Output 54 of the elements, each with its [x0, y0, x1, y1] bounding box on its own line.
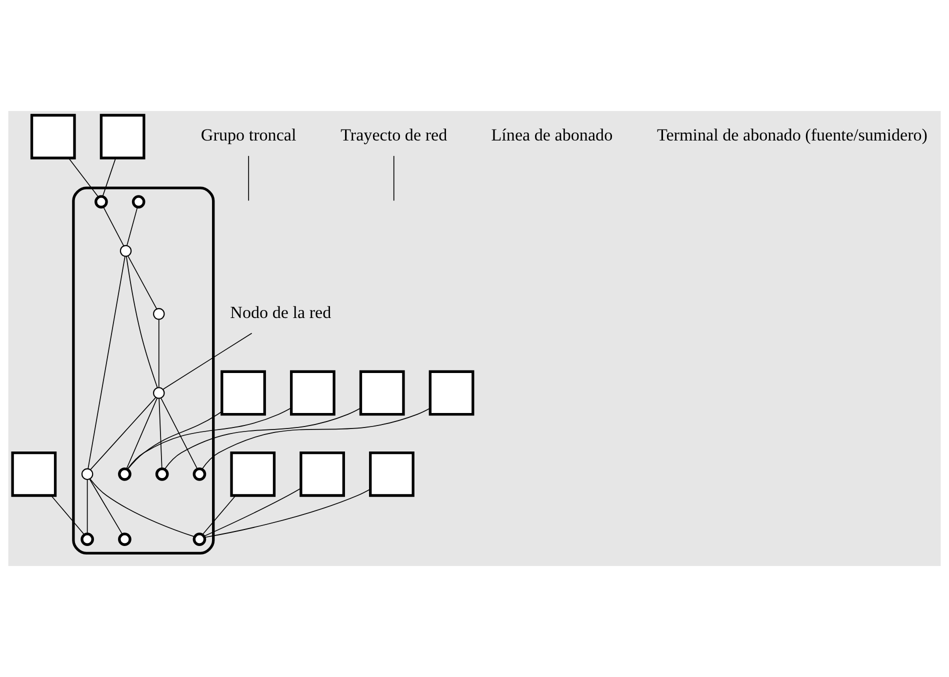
connector — [90, 478, 195, 538]
node-circle — [94, 195, 108, 208]
node-circle — [155, 467, 169, 481]
connector — [102, 158, 116, 197]
connector — [50, 495, 85, 536]
node-circle — [153, 308, 165, 320]
connector — [128, 256, 158, 310]
connector — [204, 488, 371, 538]
node-box — [300, 451, 345, 497]
node-box — [359, 370, 405, 416]
connector — [158, 319, 160, 388]
connector — [202, 408, 430, 470]
connector — [126, 256, 158, 388]
node-circle — [153, 387, 165, 399]
node-box — [428, 370, 474, 416]
connector — [127, 411, 222, 470]
connector — [393, 156, 394, 202]
node-box — [11, 451, 57, 497]
node-text: Trayecto de red — [340, 126, 448, 145]
node-circle — [81, 468, 94, 480]
node-circle — [192, 467, 206, 481]
node-box — [290, 370, 336, 416]
node-circle — [192, 532, 206, 546]
connector — [86, 479, 88, 534]
node-circle — [80, 532, 94, 546]
connector — [202, 495, 236, 536]
connector — [126, 398, 158, 470]
cluster — [72, 186, 215, 555]
connector — [88, 256, 126, 470]
node-circle — [118, 532, 132, 546]
node-text: Grupo troncal — [200, 126, 296, 145]
connector — [89, 478, 123, 535]
connector — [126, 206, 138, 246]
connector — [204, 488, 302, 537]
connector — [90, 397, 156, 470]
node-box — [100, 114, 146, 160]
label: Línea de abonado — [491, 126, 613, 145]
connector — [160, 398, 198, 470]
connector — [162, 332, 252, 390]
connector — [68, 158, 99, 198]
node-box — [30, 114, 76, 160]
connector — [248, 156, 250, 202]
node-box — [220, 370, 266, 416]
node-circle — [132, 195, 146, 208]
connector — [102, 206, 124, 246]
node-text: Nodo de la red — [230, 302, 332, 322]
connector — [158, 398, 162, 469]
connector — [126, 408, 292, 470]
node-circle — [118, 467, 132, 481]
node-box — [369, 451, 414, 497]
connector — [164, 408, 361, 470]
label: Terminal de abonado (fuente/sumidero) — [656, 126, 928, 145]
node-circle — [120, 245, 132, 257]
node-box — [230, 451, 276, 497]
